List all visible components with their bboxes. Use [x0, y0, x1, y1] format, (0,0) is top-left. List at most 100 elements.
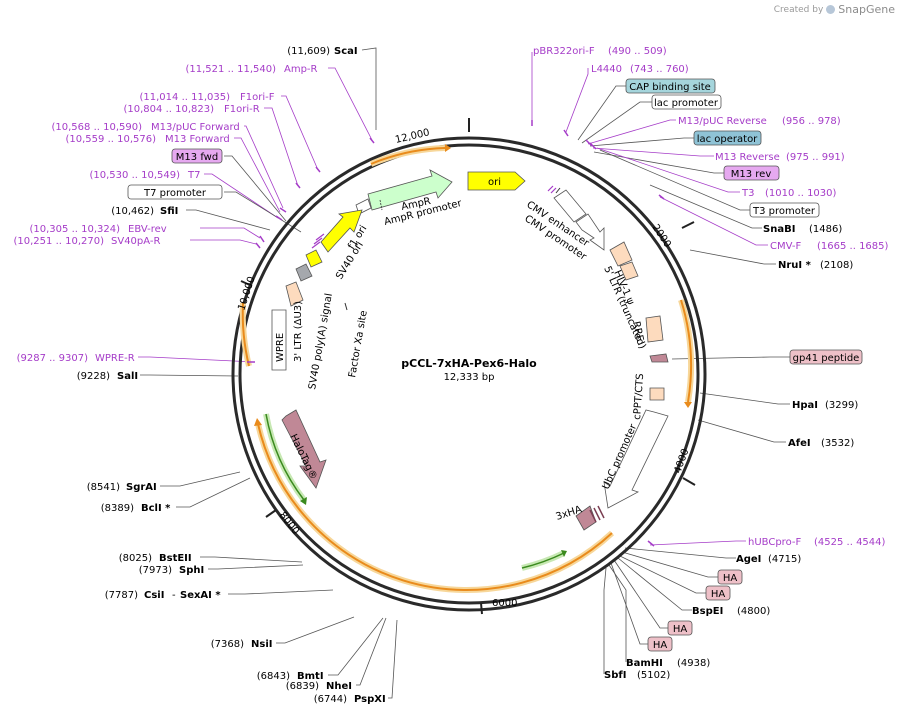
- cmv-f-label: CMV-F: [770, 241, 801, 252]
- ubc-promoter-feature: [603, 409, 669, 509]
- hubcpro-f-label: hUBCpro-F: [748, 537, 801, 548]
- t3-promoter-label: T3 promoter: [752, 206, 816, 217]
- rre-label: RRE: [630, 320, 645, 342]
- t3-label: T3: [741, 188, 754, 199]
- svg-text:(10,804 .. 10,823): (10,804 .. 10,823): [124, 104, 215, 115]
- sbfi-label: SbfI: [604, 670, 626, 681]
- bamhi-label: BamHI: [626, 658, 663, 669]
- svg-text:(6839): (6839): [286, 681, 319, 692]
- lac-operator-label: lac operator: [697, 134, 758, 145]
- m13-rev-label: M13 rev: [731, 169, 772, 180]
- snapgene-credit: Created by SnapGene: [774, 3, 895, 16]
- ha-label-2: HA: [711, 589, 726, 600]
- factor-xa-label: Factor Xa site: [347, 310, 370, 379]
- svg-text:(3299): (3299): [825, 400, 858, 411]
- svg-text:(10,530 .. 10,549): (10,530 .. 10,549): [90, 170, 181, 181]
- ltr3-label: 3' LTR (ΔU3): [293, 301, 304, 362]
- nsii-label: NsiI: [251, 639, 272, 650]
- svg-text:(4715): (4715): [768, 554, 801, 565]
- nrui-label: NruI *: [778, 260, 812, 271]
- nhei-label: NheI: [326, 681, 352, 692]
- svg-text:(7787): (7787): [105, 590, 138, 601]
- svg-text:(8541): (8541): [87, 482, 120, 493]
- m13-puc-forward-label: M13/pUC Forward: [151, 122, 240, 133]
- bcli-label: BclI *: [141, 503, 171, 514]
- svg-text:(975 .. 991): (975 .. 991): [786, 152, 845, 163]
- cppt-label: cPPT/CTS: [632, 373, 646, 420]
- svg-text:(10,559 .. 10,576): (10,559 .. 10,576): [66, 134, 157, 145]
- sgrai-label: SgrAI: [126, 482, 157, 493]
- svg-text:(4800): (4800): [737, 606, 770, 617]
- svg-text:(743 .. 760): (743 .. 760): [630, 64, 689, 75]
- cmv-promoter-feature: [575, 213, 605, 251]
- sali-label: SalI: [117, 371, 138, 382]
- svg-text:(11,521 .. 11,540): (11,521 .. 11,540): [186, 64, 277, 75]
- svg-text:(956 .. 978): (956 .. 978): [782, 116, 841, 127]
- afei-label: AfeI: [788, 438, 811, 449]
- ha-label-1: HA: [723, 573, 738, 584]
- wpre-feature: [271, 309, 287, 371]
- svg-text:(490 .. 509): (490 .. 509): [608, 46, 667, 57]
- svg-text:(11,014 .. 11,035): (11,014 .. 11,035): [140, 92, 231, 103]
- lac-promoter-label: lac promoter: [654, 98, 719, 109]
- bspei-label: BspEI: [692, 606, 723, 617]
- pbr322ori-f-label: pBR322ori-F: [533, 46, 595, 57]
- wpre-label: WPRE: [275, 333, 286, 362]
- ha-label-3: HA: [673, 624, 688, 635]
- plasmid-size: 12,333 bp: [444, 372, 495, 383]
- snabi-label: SnaBI: [763, 224, 795, 235]
- orf-arcs: [239, 144, 695, 594]
- svg-text:(1010 .. 1030): (1010 .. 1030): [765, 188, 837, 199]
- m13-reverse-label: M13 Reverse: [715, 152, 780, 163]
- svg-text:(4525 .. 4544): (4525 .. 4544): [814, 537, 886, 548]
- scai-label: ScaI: [334, 46, 358, 57]
- svg-text:(1665 .. 1685): (1665 .. 1685): [817, 241, 889, 252]
- svg-text:(7973): (7973): [139, 565, 172, 576]
- l4440-label: L4440: [591, 64, 622, 75]
- gp41-peptide-label: gp41 peptide: [793, 353, 860, 364]
- sfii-label: SfiI: [160, 206, 178, 217]
- svg-text:(6744): (6744): [314, 694, 347, 705]
- svg-text:(8025): (8025): [119, 553, 152, 564]
- svg-text:(4938): (4938): [677, 658, 710, 669]
- t7-promoter-label: T7 promoter: [143, 188, 207, 199]
- svg-text:(8389): (8389): [101, 503, 134, 514]
- ori-label: ori: [488, 177, 501, 188]
- rre-feature: [645, 315, 664, 343]
- m13-forward-label: M13 Forward: [165, 134, 230, 145]
- svg-text:(1486): (1486): [809, 224, 842, 235]
- ebv-rev-label: EBV-rev: [128, 224, 167, 235]
- backbone: [231, 136, 707, 612]
- cmv-enhancer-feature: [553, 189, 587, 223]
- sphi-label: SphI: [179, 565, 204, 576]
- svg-text:(2108): (2108): [820, 260, 853, 271]
- svg-text:(9228): (9228): [77, 371, 110, 382]
- svg-text:(9287 .. 9307): (9287 .. 9307): [17, 353, 89, 364]
- m13-puc-reverse-label: M13/pUC Reverse: [678, 116, 767, 127]
- svg-text:(10,251 .. 10,270): (10,251 .. 10,270): [14, 236, 105, 247]
- svg-text:(6843): (6843): [257, 671, 290, 682]
- amp-r-label: Amp-R: [284, 64, 318, 75]
- agei-label: AgeI: [736, 554, 761, 565]
- right-labels: pBR322ori-F (490 .. 509) L4440 (743 .. 7…: [533, 46, 889, 681]
- sv40pa-label: SV40 poly(A) signal: [307, 292, 335, 390]
- f1ori-f-label: F1ori-F: [240, 92, 275, 103]
- svg-text:(10,305 .. 10,324): (10,305 .. 10,324): [30, 224, 121, 235]
- f1-ori-feature: [320, 209, 363, 253]
- credit-brand: SnapGene: [838, 3, 895, 16]
- features: ori AmpR AmpR promoter f1 ori SV40 ori W…: [247, 120, 669, 547]
- t7-label: T7: [187, 170, 200, 181]
- svg-text:(11,609): (11,609): [287, 46, 330, 57]
- svg-text:-: -: [172, 590, 176, 601]
- ampr-feature: [367, 169, 453, 211]
- hpai-label: HpaI: [792, 400, 818, 411]
- pspxi-label: PspXI: [354, 694, 386, 705]
- svg-text:(10,568 .. 10,590): (10,568 .. 10,590): [52, 122, 143, 133]
- svg-text:(10,462): (10,462): [111, 206, 154, 217]
- ha-label-4: HA: [653, 640, 668, 651]
- svg-text:(7368): (7368): [211, 639, 244, 650]
- plasmid-name: pCCL-7xHA-Pex6-Halo: [401, 357, 537, 370]
- bsteii-label: BstEII: [159, 553, 192, 564]
- halotag-feature: [281, 409, 327, 489]
